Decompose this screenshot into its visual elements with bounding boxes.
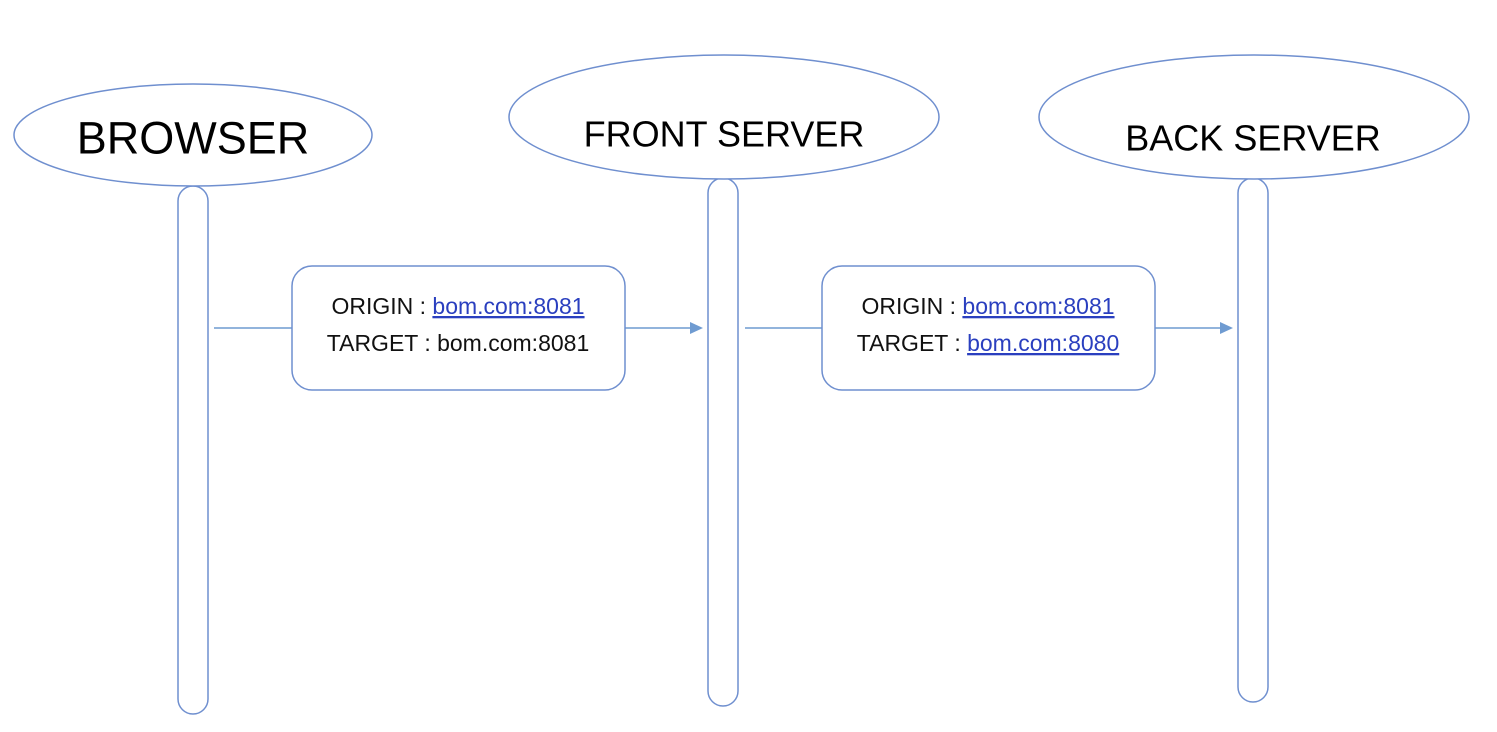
message-front-to-back: ORIGIN : bom.com:8081 TARGET : bom.com:8… <box>745 265 1233 391</box>
target-label: TARGET : <box>857 330 967 356</box>
origin-link[interactable]: bom.com:8081 <box>432 293 584 319</box>
target-value: bom.com:8081 <box>437 330 589 356</box>
origin-link[interactable]: bom.com:8081 <box>962 293 1114 319</box>
lifeline-front-server <box>707 177 739 707</box>
node-browser-ellipse <box>13 83 373 187</box>
node-back-server: BACK SERVER <box>1038 54 1470 180</box>
node-browser: BROWSER <box>13 83 373 187</box>
target-link[interactable]: bom.com:8080 <box>967 330 1119 356</box>
arrow-head-icon <box>690 322 703 334</box>
arrow-head-icon <box>1220 322 1233 334</box>
message-target-line: TARGET : bom.com:8081 <box>327 330 589 356</box>
node-front-server-title: FRONT SERVER <box>584 114 865 155</box>
message-box <box>821 265 1156 391</box>
origin-label: ORIGIN : <box>331 293 432 319</box>
message-target-line: TARGET : bom.com:8080 <box>857 330 1119 356</box>
target-label: TARGET : <box>327 330 437 356</box>
message-origin-line: ORIGIN : bom.com:8081 <box>331 293 584 319</box>
message-box <box>291 265 626 391</box>
lifeline-browser <box>177 185 209 715</box>
node-browser-title: BROWSER <box>77 113 310 164</box>
node-front-server-ellipse <box>508 54 940 180</box>
origin-label: ORIGIN : <box>861 293 962 319</box>
lifeline-back-server <box>1237 177 1269 703</box>
message-origin-line: ORIGIN : bom.com:8081 <box>861 293 1114 319</box>
message-browser-to-front: ORIGIN : bom.com:8081 TARGET : bom.com:8… <box>214 265 703 391</box>
node-front-server: FRONT SERVER <box>508 54 940 180</box>
node-back-server-ellipse <box>1038 54 1470 180</box>
node-back-server-title: BACK SERVER <box>1125 118 1380 159</box>
